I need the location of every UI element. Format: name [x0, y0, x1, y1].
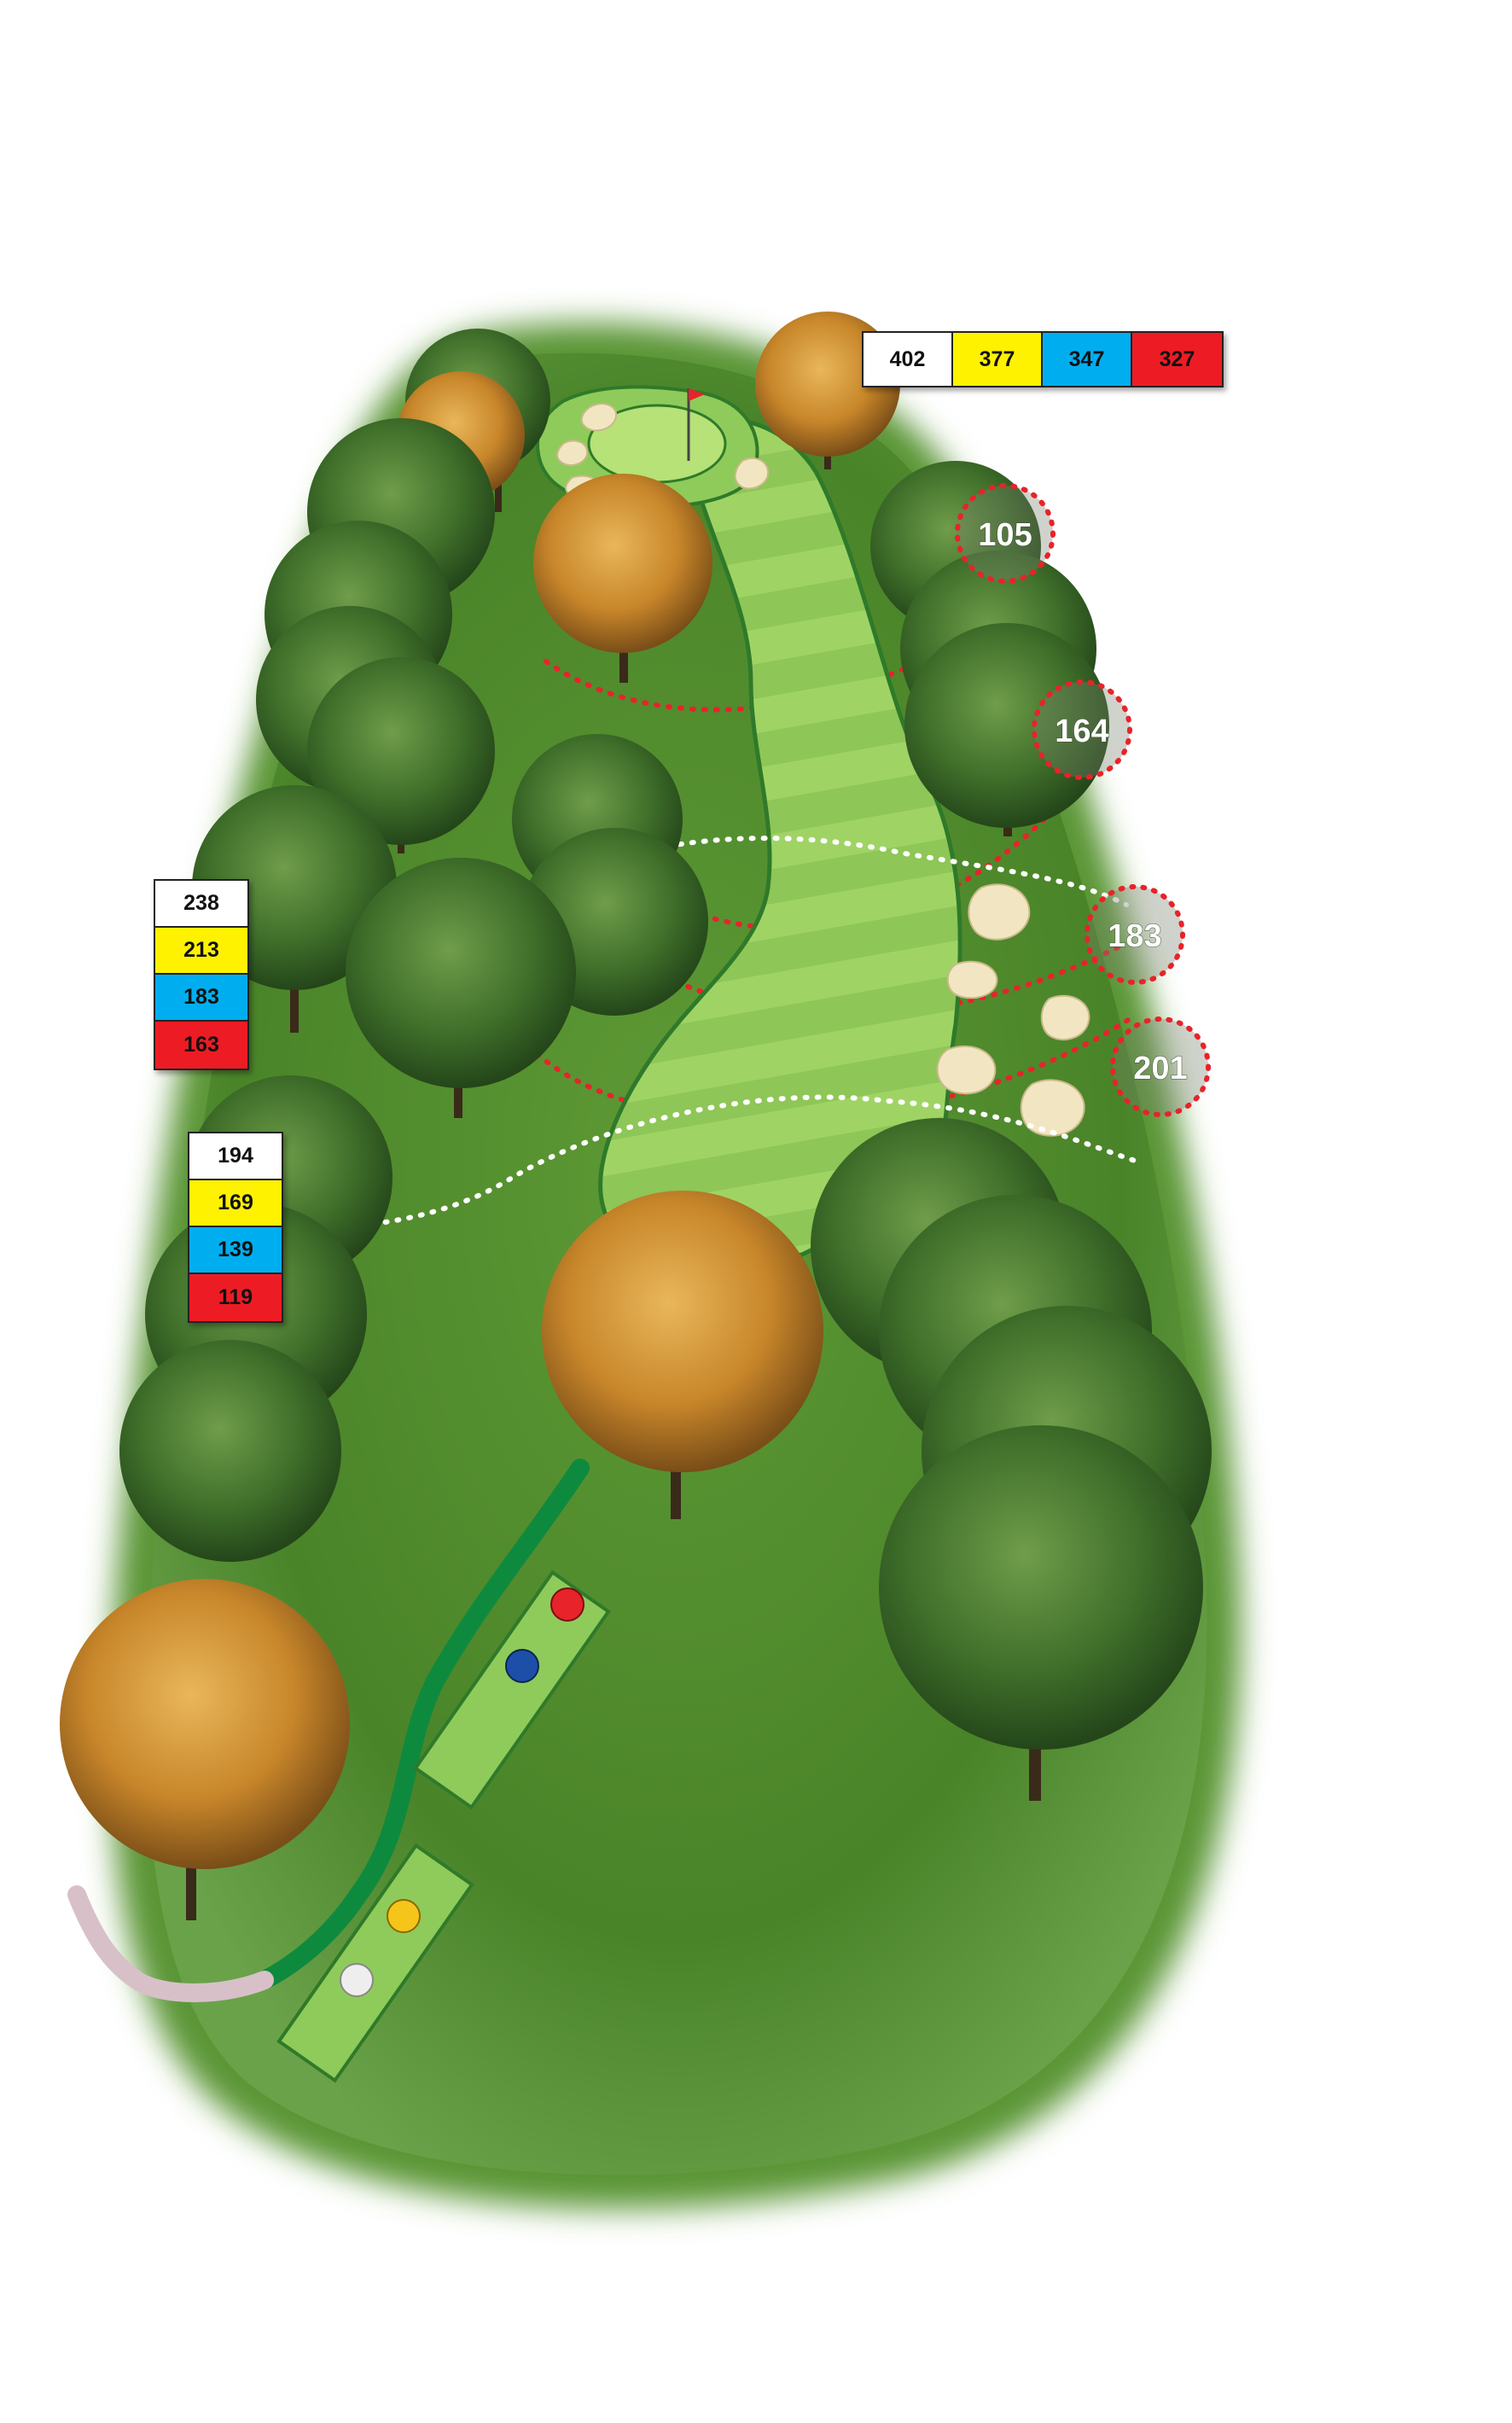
yellow-tee-yardage: 377	[953, 333, 1043, 386]
white-tee-yardage: 402	[864, 333, 953, 386]
tee-boxes	[276, 1570, 611, 2083]
tree	[346, 858, 576, 1118]
svg-text:201: 201	[1133, 1051, 1187, 1086]
blue-tee-yardage: 183	[155, 975, 247, 1022]
blue-tee-yardage: 139	[189, 1227, 282, 1274]
svg-text:164: 164	[1055, 714, 1108, 749]
yellow-tee-marker	[387, 1899, 421, 1933]
greenside-bunker	[580, 403, 618, 432]
trees	[60, 312, 1212, 1920]
distance-marker-201: 201	[1110, 1016, 1211, 1117]
white-tee-marker	[340, 1963, 374, 1997]
distance-marker-105: 105	[955, 483, 1055, 584]
white-carry-lines	[253, 836, 1137, 1232]
autumn-tree	[542, 1191, 823, 1519]
tree	[879, 1425, 1203, 1801]
autumn-tree	[60, 1579, 350, 1920]
tree	[307, 657, 495, 853]
yellow-tee-yardage: 213	[155, 928, 247, 975]
lower-marker-yardage-box: 194 169 139 119	[188, 1132, 283, 1323]
forward-tee-box	[413, 1570, 611, 1810]
fairway-bunker	[1020, 1079, 1085, 1137]
distance-markers: 105 164 183 201	[955, 483, 1211, 1117]
tree	[119, 1340, 341, 1562]
greenside-bunker	[734, 457, 770, 490]
autumn-tree	[533, 474, 712, 683]
fairway-bunker	[968, 883, 1031, 941]
white-tee-yardage: 194	[189, 1133, 282, 1180]
svg-text:183: 183	[1108, 918, 1161, 954]
red-tee-marker	[550, 1587, 584, 1622]
fairway-bunker	[1040, 994, 1090, 1041]
blue-tee-marker	[505, 1649, 539, 1683]
fairway-bunker	[946, 960, 998, 999]
distance-marker-183: 183	[1085, 884, 1185, 985]
red-tee-yardage: 327	[1132, 333, 1222, 386]
distance-marker-164: 164	[1032, 679, 1132, 780]
red-tee-yardage: 119	[189, 1274, 282, 1321]
flag-icon	[689, 388, 705, 401]
back-tee-box	[276, 1843, 474, 2083]
yellow-tee-yardage: 169	[189, 1180, 282, 1227]
fairway-bunker	[936, 1046, 997, 1095]
cart-path	[67, 1459, 590, 2002]
fairway	[598, 416, 962, 1260]
white-tee-yardage: 238	[155, 881, 247, 928]
blue-tee-yardage: 347	[1043, 333, 1132, 386]
red-tee-yardage: 163	[155, 1022, 247, 1069]
greenside-bunker	[556, 440, 589, 467]
tree	[904, 623, 1109, 836]
hole-yardage-box: 402 377 347 327	[862, 331, 1224, 387]
upper-marker-yardage-box: 238 213 183 163	[154, 879, 249, 1070]
svg-text:105: 105	[978, 517, 1032, 553]
